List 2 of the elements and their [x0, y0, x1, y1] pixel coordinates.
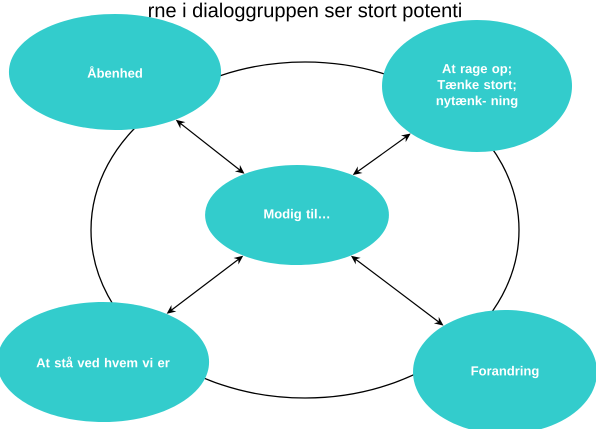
ellipse-node: At rage op; Tænke stort; nytænk- ning — [382, 20, 572, 152]
ellipse-node: Modig til… — [205, 165, 389, 265]
